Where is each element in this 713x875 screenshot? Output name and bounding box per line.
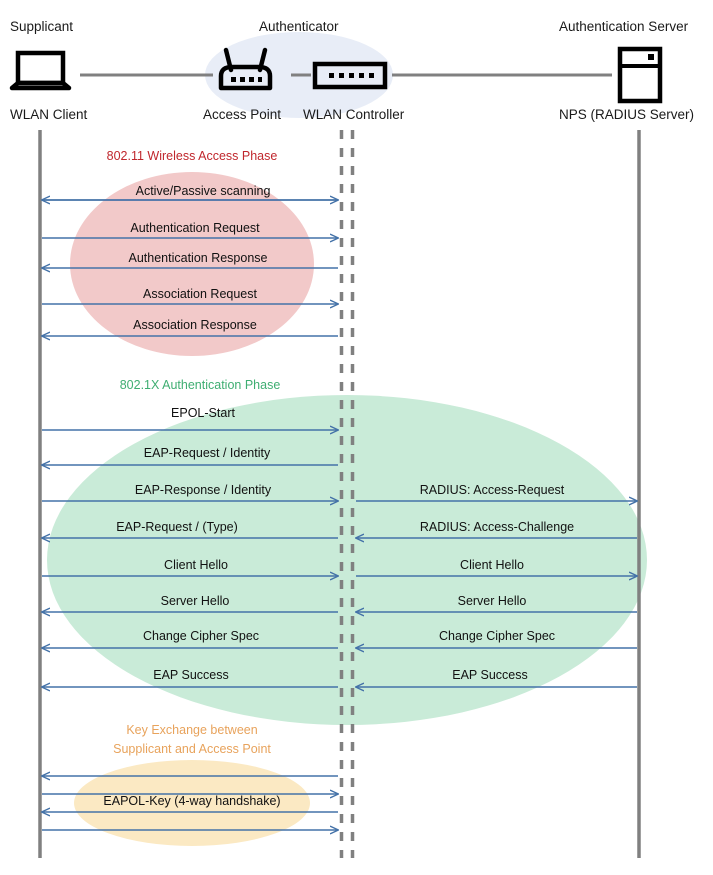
laptop-icon — [9, 50, 72, 91]
msg-change-cipher-spec-right: Change Cipher Spec — [438, 629, 556, 643]
phase-802-11-ellipse — [70, 172, 314, 356]
actor-role-authentication-server: Authentication Server — [559, 19, 689, 34]
msg-eapol-key-4way-handshake: EAPOL-Key (4-way handshake) — [103, 794, 281, 808]
msg-eap-request-identity: EAP-Request / Identity — [143, 446, 271, 460]
phase-label-key-exchange-line2: Supplicant and Access Point — [113, 742, 271, 756]
msg-client-hello-right: Client Hello — [460, 558, 524, 572]
actor-device-wlan-client: WLAN Client — [10, 107, 88, 122]
msg-eapol-start: EPOL-Start — [171, 406, 235, 420]
phase-802-1x-arrows — [42, 430, 637, 687]
msg-eap-success-left: EAP Success — [153, 668, 229, 682]
msg-server-hello-right: Server Hello — [457, 594, 527, 608]
phase-802-1x-ellipse — [47, 395, 647, 725]
actor-role-supplicant: Supplicant — [10, 19, 74, 34]
network-switch-icon — [312, 61, 388, 90]
msg-change-cipher-spec-left: Change Cipher Spec — [142, 629, 260, 643]
phase-key-exchange-arrows — [42, 776, 338, 830]
phase-802-11-arrows — [42, 200, 338, 336]
phase-label-802-1x: 802.1X Authentication Phase — [119, 378, 281, 392]
server-rack-icon — [617, 46, 663, 104]
msg-association-response: Association Response — [133, 318, 257, 332]
msg-authentication-request: Authentication Request — [130, 221, 260, 235]
actor-device-nps-radius-server: NPS (RADIUS Server) — [559, 107, 695, 122]
msg-association-request: Association Request — [143, 287, 257, 301]
phase-label-802-11: 802.11 Wireless Access Phase — [106, 149, 278, 163]
msg-radius-access-challenge: RADIUS: Access-Challenge — [419, 520, 575, 534]
msg-authentication-response: Authentication Response — [128, 251, 268, 265]
msg-eap-success-right: EAP Success — [452, 668, 528, 682]
msg-server-hello-left: Server Hello — [160, 594, 230, 608]
wireless-router-icon — [218, 47, 273, 91]
actor-role-authenticator: Authenticator — [259, 19, 339, 34]
msg-client-hello-left: Client Hello — [164, 558, 228, 572]
phase-label-key-exchange-line1: Key Exchange between — [126, 723, 258, 737]
msg-eap-request-type: EAP-Request / (Type) — [116, 520, 238, 534]
actor-device-access-point: Access Point — [203, 107, 282, 122]
msg-eap-response-identity: EAP-Response / Identity — [134, 483, 272, 497]
actor-device-wlan-controller: WLAN Controller — [303, 107, 405, 122]
phase-key-exchange-ellipse — [74, 760, 310, 846]
msg-active-passive-scanning: Active/Passive scanning — [135, 184, 271, 198]
msg-radius-access-request: RADIUS: Access-Request — [419, 483, 565, 497]
